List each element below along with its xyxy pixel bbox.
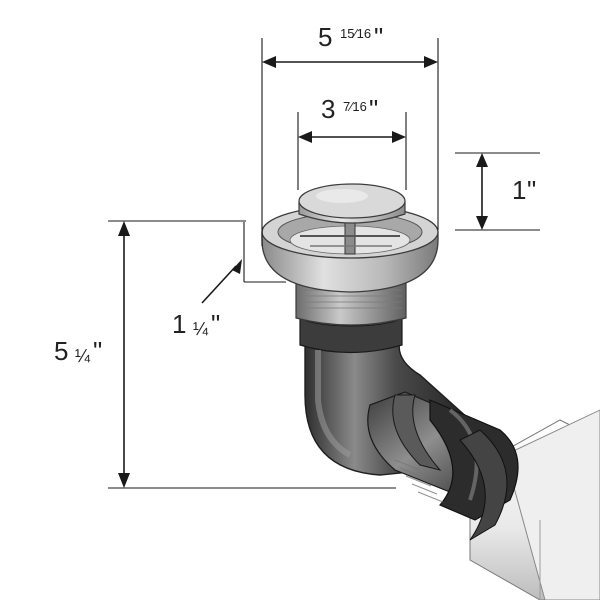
label-cap-width: 3 7⁄16 " <box>321 94 378 124</box>
cap-width-unit: " <box>369 94 378 124</box>
overall-height-whole: 5 <box>54 336 68 366</box>
label-cap-height: 1 " <box>512 175 536 205</box>
flange-offset-whole: 1 <box>172 309 186 339</box>
label-flange-offset: 1 ¼ " <box>172 309 220 339</box>
overall-height-fraction: ¼ <box>75 346 91 366</box>
flange-offset-unit: " <box>211 309 220 339</box>
drain-assembly <box>261 183 600 600</box>
flange-offset-fraction: ¼ <box>193 319 209 339</box>
cap-width-whole: 3 <box>321 94 335 124</box>
overall-height-unit: " <box>93 336 102 366</box>
label-overall-height: 5 ¼ " <box>54 336 102 366</box>
stopper-cap <box>298 183 406 224</box>
overall-width-whole: 5 <box>318 22 332 52</box>
strainer-body <box>295 281 407 326</box>
cap-width-fraction: 7⁄16 <box>343 99 367 114</box>
dimension-lines <box>108 38 540 489</box>
coupling-nut <box>367 391 519 541</box>
label-overall-width: 5 15⁄16 " <box>318 22 383 52</box>
drain-flange <box>261 205 439 293</box>
cap-height-unit: " <box>527 175 536 205</box>
overall-width-fraction: 15⁄16 <box>340 26 371 41</box>
overall-width-unit: " <box>374 22 383 52</box>
cap-height-whole: 1 <box>512 175 526 205</box>
